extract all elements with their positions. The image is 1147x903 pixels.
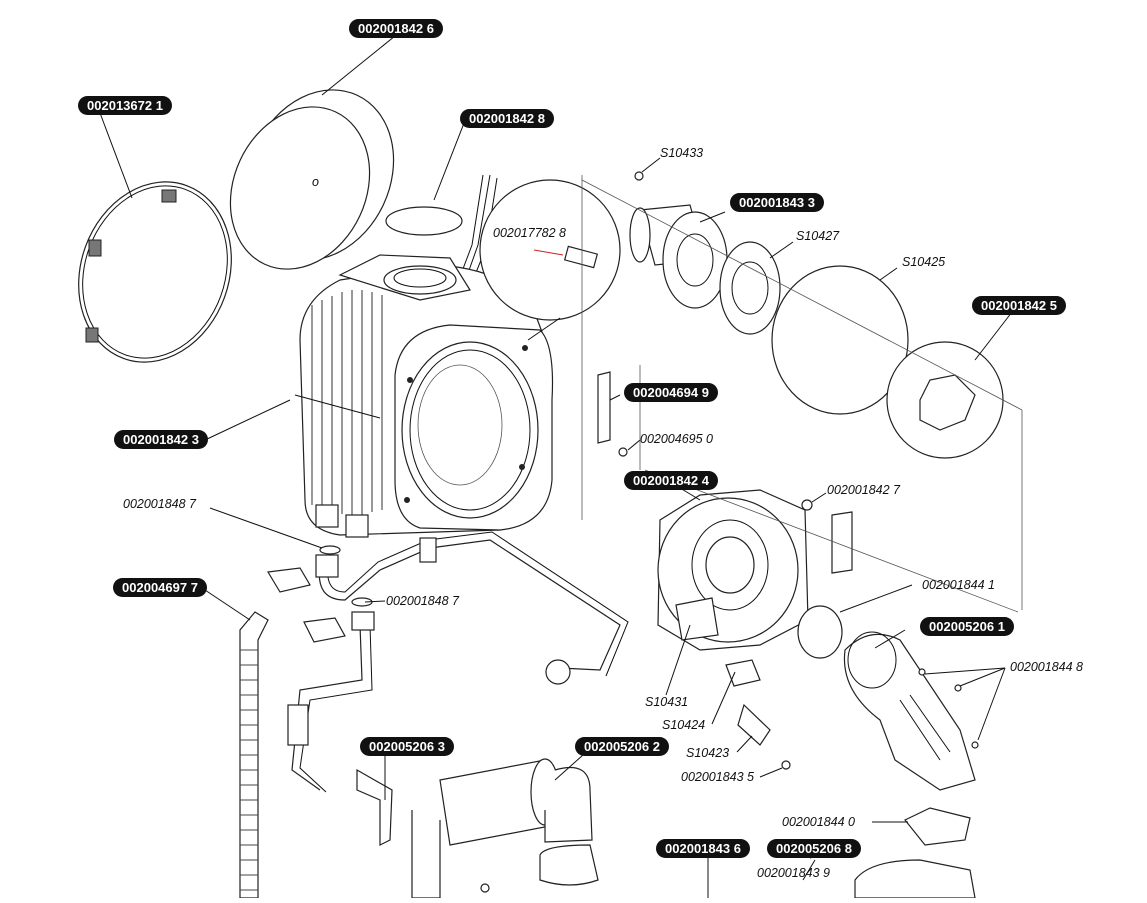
- label-S10424: S10424: [662, 718, 705, 732]
- callout-0020018433-text: 002001843 3: [739, 195, 815, 210]
- label-S10425: S10425: [902, 255, 945, 269]
- label-0020018487-a: 002001848 7: [123, 497, 197, 511]
- callout-0020046977: 002004697 7: [113, 578, 207, 597]
- callout-0020052063: 002005206 3: [360, 737, 454, 756]
- callout-0020052061: 002005206 1: [920, 617, 1014, 636]
- label-0020018435: 002001843 5: [681, 770, 754, 784]
- label-0020018440: 002001844 0: [782, 815, 855, 829]
- callout-0020018436: 002001843 6: [656, 839, 750, 858]
- callout-0020052063-text: 002005206 3: [369, 739, 445, 754]
- callout-0020018428-text: 002001842 8: [469, 111, 545, 126]
- callout-0020018424: 002001842 4: [624, 471, 718, 490]
- water-pipes-part: [267, 531, 629, 793]
- air-silencer-part: [356, 758, 599, 899]
- label-0020177828: 002017782 8: [493, 226, 566, 240]
- bracket-plates-part: [597, 371, 853, 574]
- cover-mark-text: o: [312, 175, 319, 189]
- label-S10427: S10427: [796, 229, 840, 243]
- burner-tube-part: [629, 171, 1004, 459]
- callout-0020052062: 002005206 2: [575, 737, 669, 756]
- callout-0020046949-text: 002004694 9: [633, 385, 709, 400]
- heat-exchanger-part: [294, 254, 554, 538]
- callout-0020052062-text: 002005206 2: [584, 739, 660, 754]
- callout-0020018428: 002001842 8: [460, 109, 554, 128]
- label-0020046950: 002004695 0: [640, 432, 713, 446]
- callout-0020018433: 002001843 3: [730, 193, 824, 212]
- fan-adaptor-part: [843, 631, 979, 791]
- callout-0020018423: 002001842 3: [114, 430, 208, 449]
- callout-0020136721: 002013672 1: [78, 96, 172, 115]
- callout-0020018425-text: 002001842 5: [981, 298, 1057, 313]
- callout-0020136721-text: 002013672 1: [87, 98, 163, 113]
- callout-0020018423-text: 002001842 3: [123, 432, 199, 447]
- callout-0020052068-text: 002005206 8: [776, 841, 852, 856]
- fan-gasket-part: [854, 807, 976, 899]
- label-S10423: S10423: [686, 746, 729, 760]
- gasket-ring-part: [385, 206, 463, 236]
- burner-door-part: [657, 489, 843, 770]
- callout-0020046977-text: 002004697 7: [122, 580, 198, 595]
- front-cover-disc-part: o: [229, 89, 395, 270]
- clip-ring-part: [78, 181, 232, 363]
- label-0020018487-b: 002001848 7: [386, 594, 460, 608]
- callout-0020018426: 002001842 6: [349, 19, 443, 38]
- leader-lines: [99, 35, 1023, 898]
- callout-0020018436-text: 002001843 6: [665, 841, 741, 856]
- flexible-hose-part: [239, 611, 269, 899]
- callout-0020046949: 002004694 9: [624, 383, 718, 402]
- label-S10433: S10433: [660, 146, 703, 160]
- callout-0020052068: 002005206 8: [767, 839, 861, 858]
- label-0020018441: 002001844 1: [922, 578, 995, 592]
- detail-magnifier: [479, 179, 621, 341]
- label-0020018427: 002001842 7: [827, 483, 901, 497]
- label-S10431: S10431: [645, 695, 688, 709]
- callout-0020018426-text: 002001842 6: [358, 21, 434, 36]
- label-0020018439: 002001843 9: [757, 866, 830, 880]
- callout-0020052061-text: 002005206 1: [929, 619, 1005, 634]
- callout-0020018425: 002001842 5: [972, 296, 1066, 315]
- label-0020018448: 002001844 8: [1010, 660, 1083, 674]
- callout-0020018424-text: 002001842 4: [633, 473, 710, 488]
